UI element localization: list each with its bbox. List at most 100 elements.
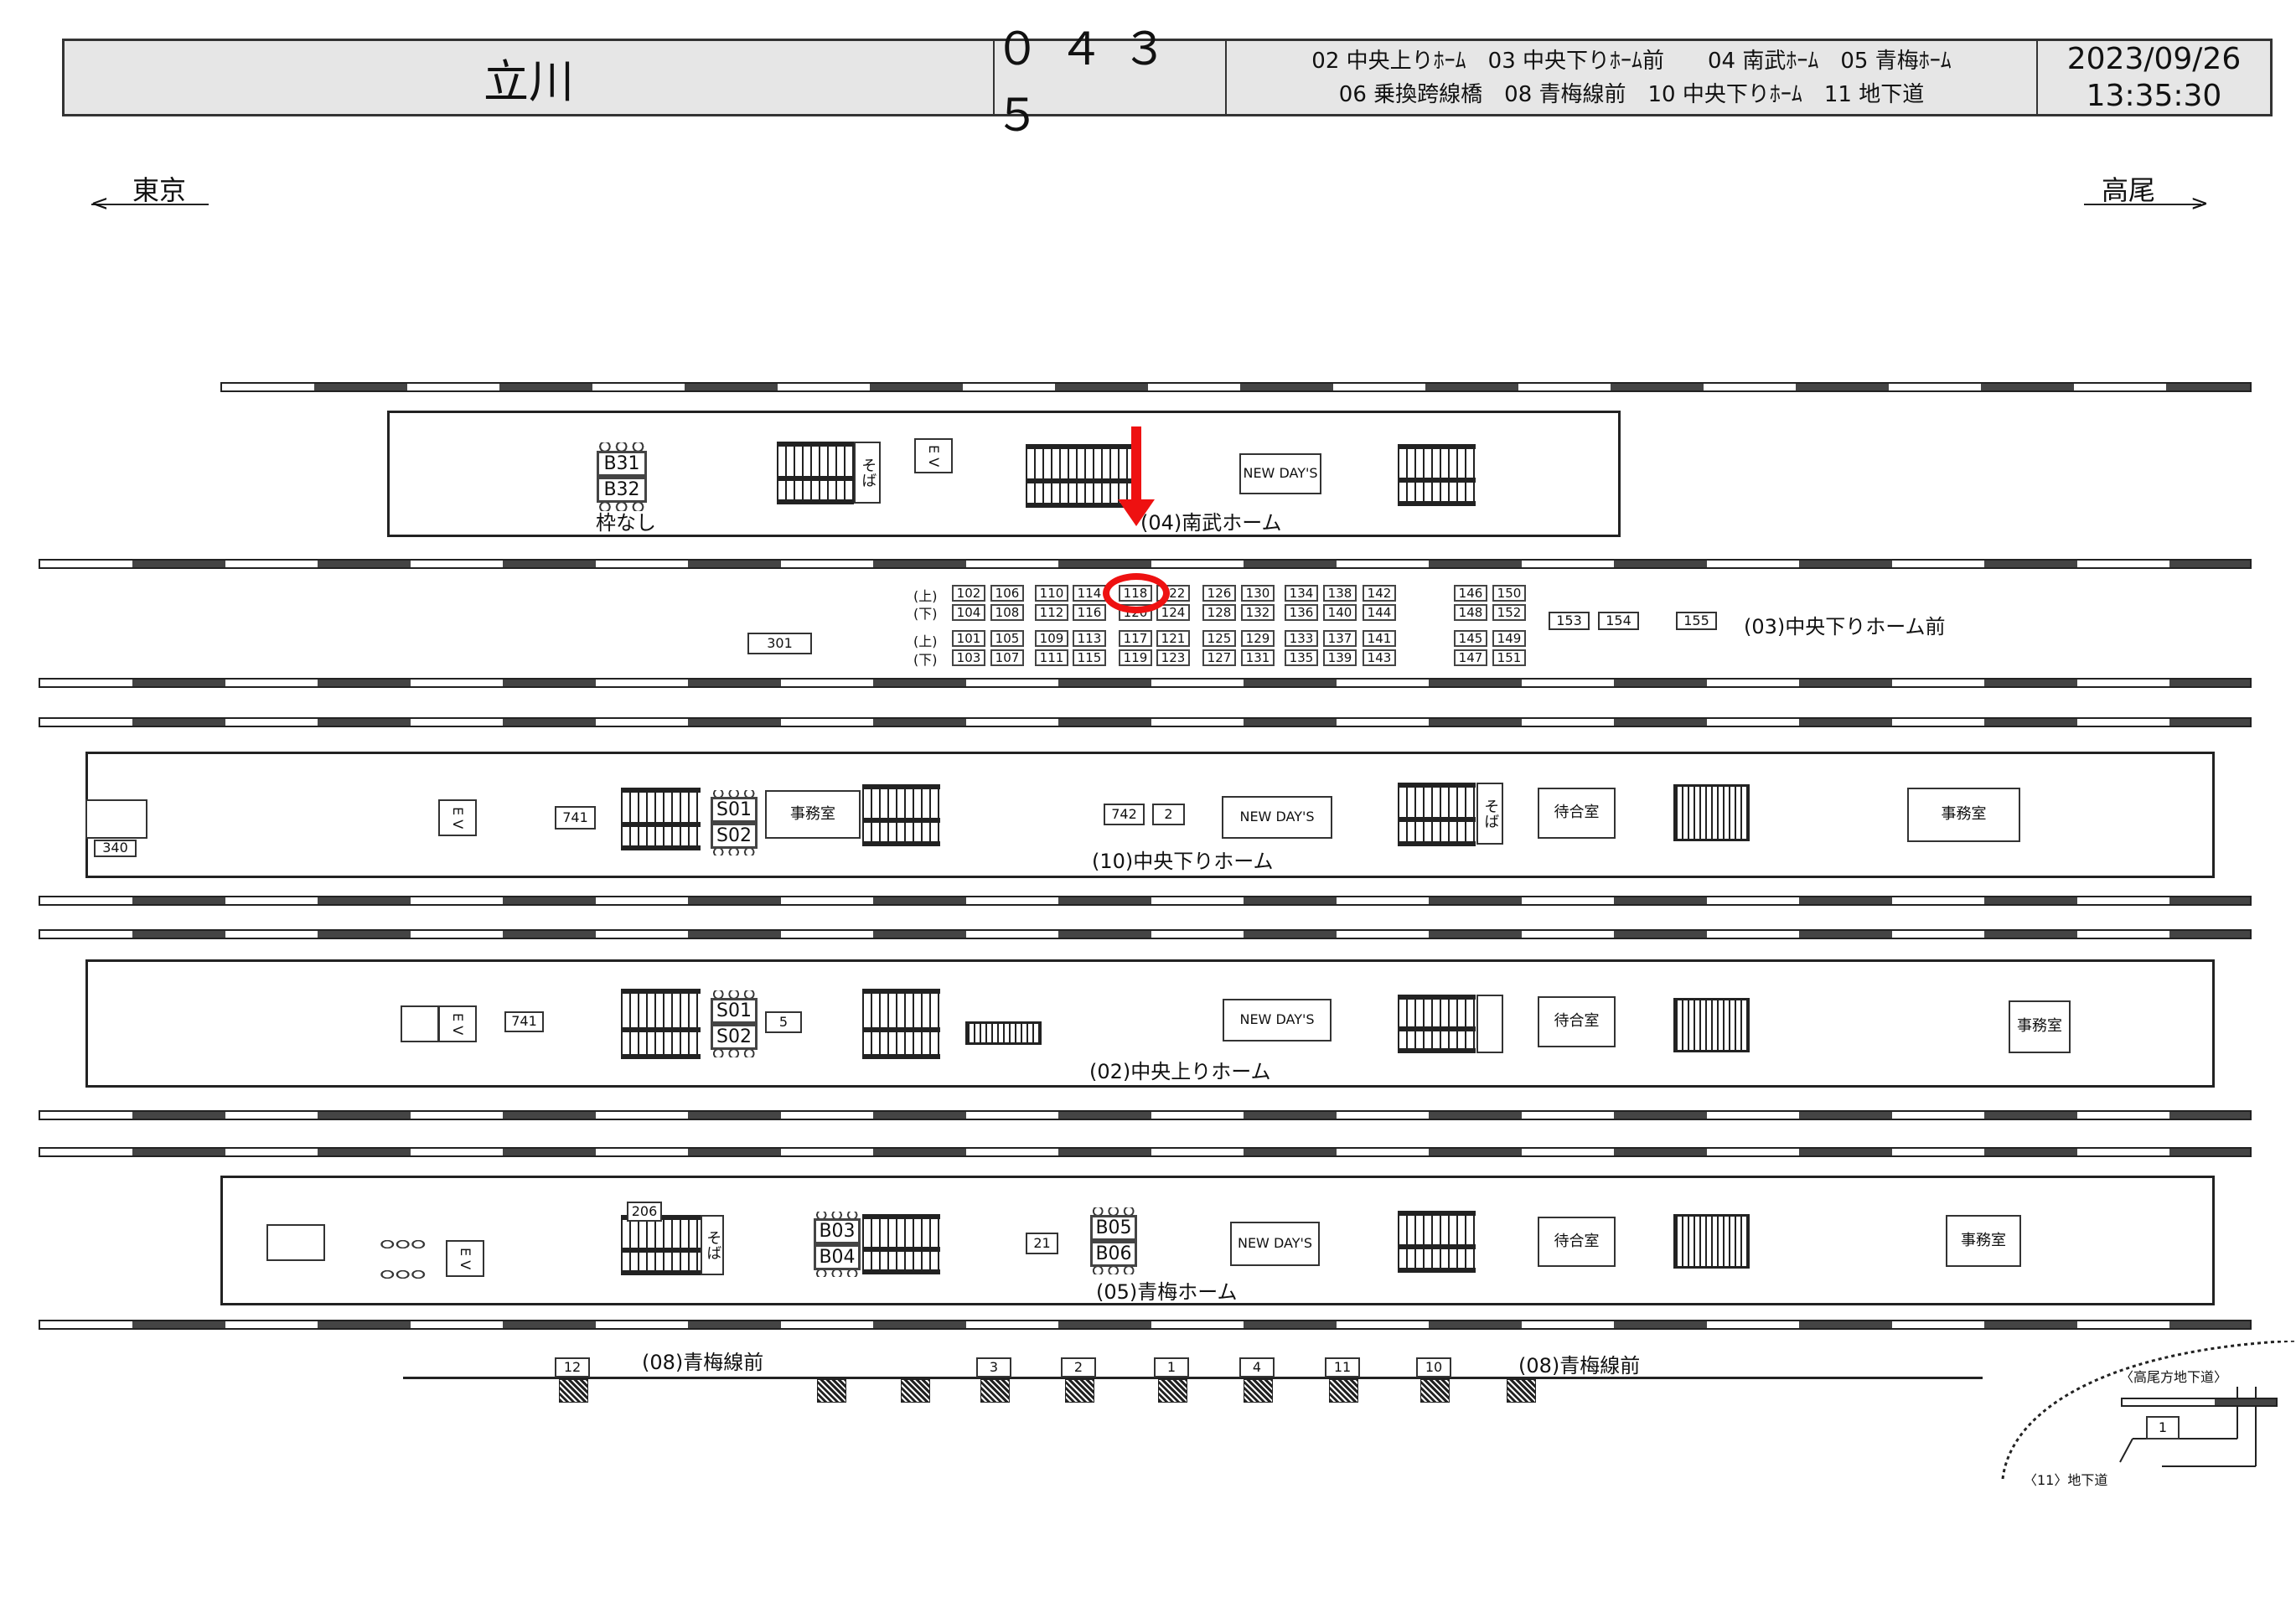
ad-08-3[interactable]: 3 [976, 1357, 1011, 1377]
stairs-icon [1398, 783, 1476, 846]
stairs-icon [862, 1214, 940, 1274]
ad-panel[interactable]: 116 [1073, 604, 1106, 621]
ad-panel[interactable]: 103 [952, 649, 985, 666]
ad-08-12[interactable]: 12 [555, 1357, 590, 1377]
ad-155[interactable]: 155 [1676, 612, 1717, 630]
ad-340[interactable]: 340 [94, 840, 137, 857]
ad-21[interactable]: 21 [1026, 1233, 1058, 1254]
pillar-icon [1329, 1379, 1358, 1403]
ad-panel[interactable]: 127 [1202, 649, 1236, 666]
ad-panel[interactable]: 112 [1035, 604, 1068, 621]
ad-741[interactable]: 741 [504, 1011, 544, 1032]
ad-panel[interactable]: 111 [1035, 649, 1068, 666]
stairs-icon [862, 784, 940, 846]
ad-panel[interactable]: 128 [1202, 604, 1236, 621]
ad-2[interactable]: 2 [1152, 804, 1185, 825]
ad-08-11[interactable]: 11 [1325, 1357, 1360, 1377]
ad-panel[interactable]: 113 [1073, 630, 1106, 647]
ad-b05[interactable]: B05 [1090, 1215, 1137, 1241]
ad-panel[interactable]: 104 [952, 604, 985, 621]
ad-panel[interactable]: 131 [1241, 649, 1275, 666]
ad-panel[interactable]: 133 [1285, 630, 1318, 647]
waiting-room: 待合室 [1538, 788, 1616, 839]
ad-panel[interactable]: 138 [1323, 585, 1357, 602]
ad-panel[interactable]: 145 [1454, 630, 1487, 647]
ad-741[interactable]: 741 [555, 806, 596, 830]
stairs-icon [862, 989, 940, 1059]
ad-panel[interactable]: 101 [952, 630, 985, 647]
ad-panel[interactable]: 106 [990, 585, 1024, 602]
ad-panel[interactable]: 149 [1492, 630, 1526, 647]
ad-301[interactable]: 301 [747, 633, 812, 654]
ad-panel[interactable]: 109 [1035, 630, 1068, 647]
ad-panel[interactable]: 143 [1363, 649, 1396, 666]
ad-panel[interactable]: 105 [990, 630, 1024, 647]
ad-panel[interactable]: 110 [1035, 585, 1068, 602]
ad-panel[interactable]: 141 [1363, 630, 1396, 647]
ad-panel[interactable]: 150 [1492, 585, 1526, 602]
ad-b31[interactable]: B31 [597, 451, 647, 477]
ad-b03[interactable]: B03 [814, 1218, 861, 1244]
ad-5[interactable]: 5 [765, 1011, 802, 1033]
pillar-icon [1244, 1379, 1273, 1403]
ad-153[interactable]: 153 [1549, 612, 1590, 630]
ad-s01[interactable]: S01 [711, 797, 758, 823]
time: 13:35:30 [2086, 78, 2222, 113]
ad-panel[interactable]: 142 [1363, 585, 1396, 602]
ad-154[interactable]: 154 [1598, 612, 1639, 630]
ad-panel[interactable]: 139 [1323, 649, 1357, 666]
pillar-icon [1420, 1379, 1450, 1403]
stairs-icon [621, 788, 701, 850]
ad-panel[interactable]: 132 [1241, 604, 1275, 621]
ad-panel[interactable]: 148 [1454, 604, 1487, 621]
newdays-shop: NEW DAY'S [1223, 999, 1332, 1042]
ad-panel[interactable]: 117 [1119, 630, 1152, 647]
ad-08-4[interactable]: 4 [1239, 1357, 1275, 1377]
ad-panel[interactable]: 144 [1363, 604, 1396, 621]
ad-panel[interactable]: 152 [1492, 604, 1526, 621]
ad-b06[interactable]: B06 [1090, 1241, 1137, 1267]
ad-panel[interactable]: 146 [1454, 585, 1487, 602]
ad-s02[interactable]: S02 [711, 1024, 758, 1050]
ad-underpass-1[interactable]: 1 [2146, 1416, 2180, 1440]
ad-08-2[interactable]: 2 [1061, 1357, 1096, 1377]
ad-b32[interactable]: B32 [597, 477, 647, 503]
ad-panel[interactable]: 126 [1202, 585, 1236, 602]
ad-panel[interactable]: 115 [1073, 649, 1106, 666]
ad-panel[interactable]: 123 [1156, 649, 1190, 666]
stairs-icon [1398, 995, 1476, 1053]
ad-panel[interactable]: 119 [1119, 649, 1152, 666]
date: 2023/09/26 [2066, 41, 2242, 76]
ad-s01[interactable]: S01 [711, 998, 758, 1024]
ad-08-10[interactable]: 10 [1416, 1357, 1451, 1377]
ad-panel[interactable]: 124 [1156, 604, 1190, 621]
ad-08-1[interactable]: 1 [1154, 1357, 1189, 1377]
ad-206[interactable]: 206 [627, 1202, 662, 1222]
ad-panel[interactable]: 114 [1073, 585, 1106, 602]
ad-panel[interactable]: 121 [1156, 630, 1190, 647]
stairs-icon [1398, 444, 1476, 506]
ad-742[interactable]: 742 [1104, 804, 1145, 825]
ad-panel[interactable]: 125 [1202, 630, 1236, 647]
ad-panel[interactable]: 137 [1323, 630, 1357, 647]
ad-panel[interactable]: 129 [1241, 630, 1275, 647]
ad-panel[interactable]: 140 [1323, 604, 1357, 621]
ad-s02[interactable]: S02 [711, 823, 758, 849]
ad-panel[interactable]: 135 [1285, 649, 1318, 666]
ad-panel[interactable]: 102 [952, 585, 985, 602]
ad-panel[interactable]: 130 [1241, 585, 1275, 602]
ad-panel[interactable]: 136 [1285, 604, 1318, 621]
newdays-shop: NEW DAY'S [1222, 796, 1332, 839]
zone-08-label-right: (08)青梅線前 [1518, 1354, 1641, 1377]
ad-panel[interactable]: 151 [1492, 649, 1526, 666]
ad-panel[interactable]: 107 [990, 649, 1024, 666]
ad-panel[interactable]: 147 [1454, 649, 1487, 666]
ad-panel[interactable]: 108 [990, 604, 1024, 621]
ad-panel[interactable]: 134 [1285, 585, 1318, 602]
ad-b04[interactable]: B04 [814, 1244, 861, 1270]
